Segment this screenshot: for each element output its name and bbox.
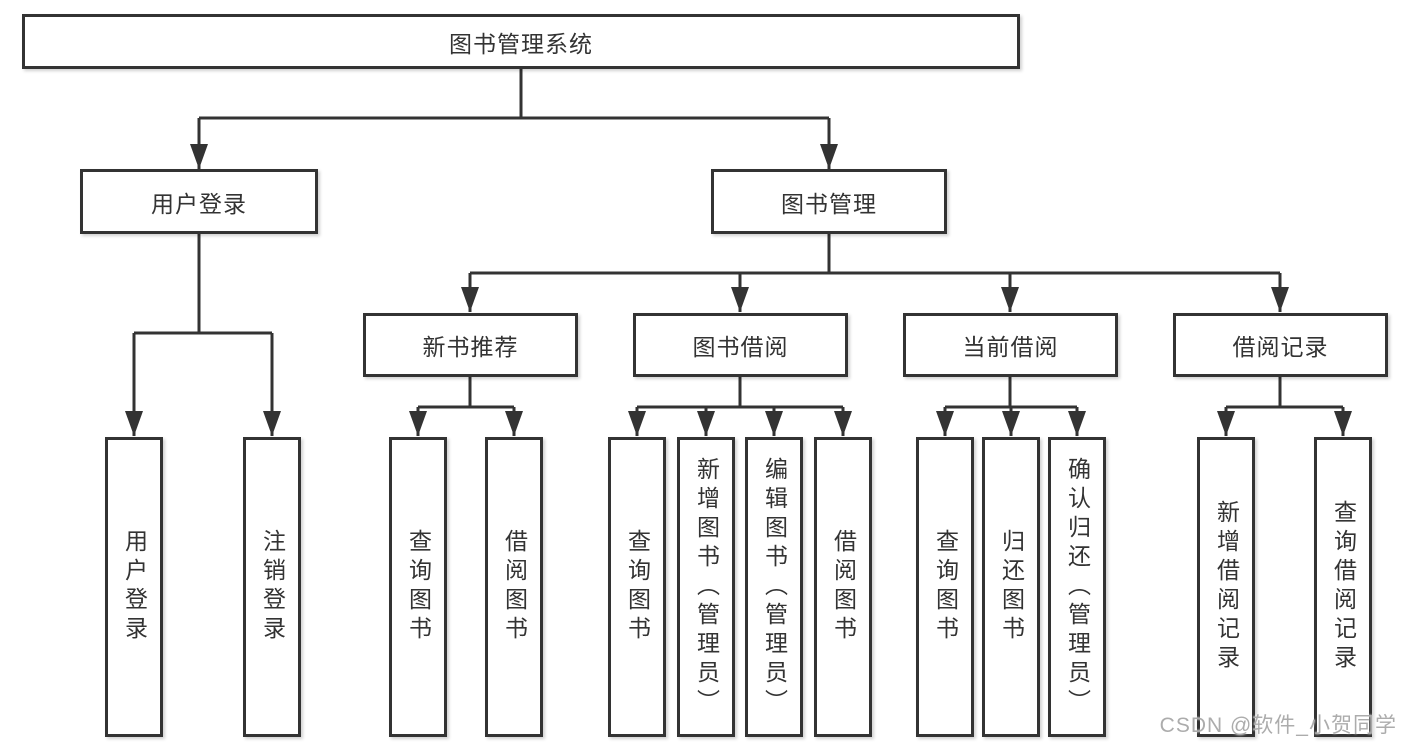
leaf-query-books-current: 查询图书 — [916, 437, 974, 737]
node-label: 新书推荐 — [422, 334, 519, 360]
leaf-borrow-books-recommend: 借阅图书 — [485, 437, 543, 737]
node-label: 用户登录 — [151, 190, 247, 217]
node-book-borrow: 图书借阅 — [633, 313, 848, 377]
node-label: 图书借阅 — [692, 334, 789, 360]
leaf-logout: 注销登录 — [243, 437, 301, 737]
arrow-down-icons — [125, 144, 1352, 436]
leaf-query-books-borrow: 查询图书 — [608, 437, 666, 737]
node-label: 借阅图书 — [501, 529, 528, 645]
leaf-add-book-admin: 新增图书（管理员） — [677, 437, 735, 737]
leaf-user-login: 用户登录 — [105, 437, 163, 737]
leaf-borrow-books: 借阅图书 — [814, 437, 872, 737]
node-user-login: 用户登录 — [80, 169, 318, 234]
leaf-confirm-return-admin: 确认归还（管理员） — [1048, 437, 1106, 737]
node-label: 归还图书 — [998, 529, 1025, 645]
node-root-system: 图书管理系统 — [22, 14, 1020, 69]
node-label: 图书管理 — [781, 190, 877, 217]
node-new-book-recommend: 新书推荐 — [363, 313, 578, 377]
leaf-add-borrow-record: 新增借阅记录 — [1197, 437, 1255, 737]
node-borrow-records: 借阅记录 — [1173, 313, 1388, 377]
node-label: 借阅记录 — [1232, 334, 1329, 360]
node-label: 确认归还（管理员） — [1064, 456, 1091, 718]
node-label: 编辑图书（管理员） — [761, 456, 788, 718]
node-label: 借阅图书 — [830, 529, 857, 645]
node-label: 用户登录 — [121, 529, 148, 645]
node-label: 注销登录 — [259, 529, 286, 645]
node-label: 当前借阅 — [962, 334, 1059, 360]
node-label: 查询图书 — [624, 529, 651, 645]
node-label: 新增借阅记录 — [1213, 500, 1240, 674]
node-label: 查询借阅记录 — [1330, 500, 1357, 674]
node-current-borrow: 当前借阅 — [903, 313, 1118, 377]
leaf-query-books-recommend: 查询图书 — [389, 437, 447, 737]
leaf-return-book: 归还图书 — [982, 437, 1040, 737]
watermark: CSDN @软件_小贺同学 — [1159, 714, 1397, 737]
node-label: 查询图书 — [405, 529, 432, 645]
node-label: 查询图书 — [932, 529, 959, 645]
leaf-query-borrow-record: 查询借阅记录 — [1314, 437, 1372, 737]
node-label: 新增图书（管理员） — [693, 456, 720, 718]
node-label: 图书管理系统 — [449, 30, 593, 57]
leaf-edit-book-admin: 编辑图书（管理员） — [745, 437, 803, 737]
node-book-management: 图书管理 — [711, 169, 947, 234]
